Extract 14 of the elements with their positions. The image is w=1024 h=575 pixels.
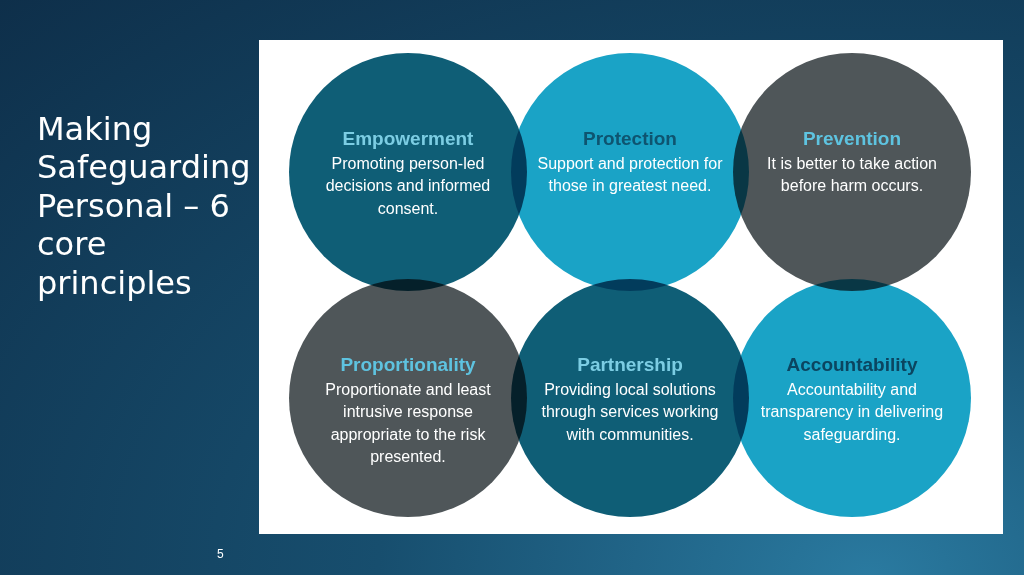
slide-title: Making Safeguarding Personal – 6 core principles: [37, 110, 251, 302]
principle-description: Providing local solutions through services working with communities.: [540, 380, 720, 445]
principle-heading: Proportionality: [339, 354, 477, 376]
principle-description: It is better to take action before harm occurs.: [766, 154, 938, 197]
principle-description: Promoting person-led decisions and informed consent.: [324, 154, 492, 219]
page-number: 5: [217, 547, 224, 561]
principle-heading: Accountability: [785, 354, 919, 376]
principle-heading: Protection: [582, 128, 678, 150]
principle-heading: Prevention: [801, 128, 903, 150]
principle-heading: Empowerment: [341, 128, 475, 150]
principle-description: Support and protection for those in greatest need.: [536, 154, 724, 197]
principle-description: Accountability and transparency in delivering safeguarding.: [759, 380, 945, 445]
principle-description: Proportionate and least intrusive response appropriate to the risk presented.: [324, 380, 492, 468]
principle-heading: Partnership: [576, 354, 684, 376]
